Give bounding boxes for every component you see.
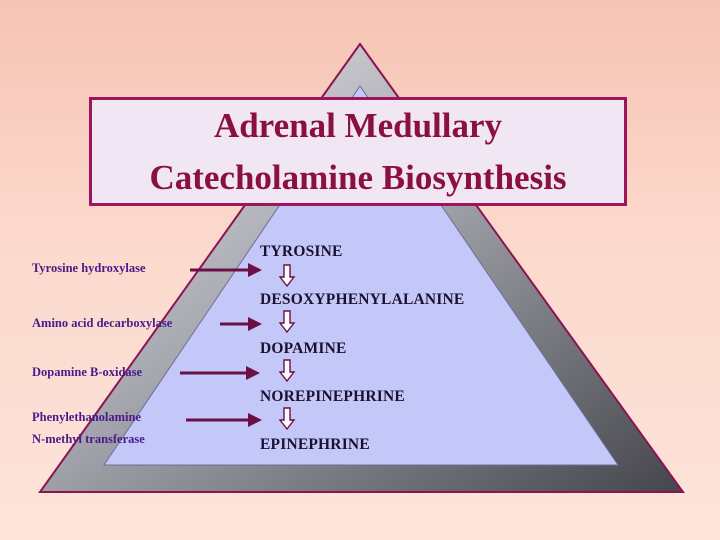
down-arrow [278, 310, 296, 334]
enzyme-n-methyl-transferase: N-methyl transferase [32, 432, 145, 446]
compound-dopamine: DOPAMINE [260, 340, 347, 357]
enzyme-amino-acid-decarboxylase: Amino acid decarboxylase [32, 316, 173, 330]
title-box: Adrenal Medullary Catecholamine Biosynth… [89, 97, 627, 206]
inner-triangle [103, 85, 619, 466]
title-line-2: Catecholamine Biosynthesis [149, 157, 567, 197]
down-arrow [278, 407, 296, 431]
compound-norepinephrine: NOREPINEPHRINE [260, 388, 405, 405]
compound-desoxyphenylalanine: DESOXYPHENYLALANINE [260, 291, 465, 308]
enzyme-tyrosine-hydroxylase: Tyrosine hydroxylase [32, 261, 146, 275]
enzyme-arrow [180, 366, 260, 380]
down-arrow [278, 264, 296, 288]
enzyme-arrow [190, 263, 262, 277]
enzyme-arrow [186, 413, 262, 427]
enzyme-phenylethanolamine: Phenylethanolamine [32, 410, 142, 424]
down-arrow [278, 359, 296, 383]
enzyme-arrow [220, 317, 262, 331]
enzyme-dopamine-b-oxidase: Dopamine B-oxidase [32, 365, 143, 379]
compound-epinephrine: EPINEPHRINE [260, 436, 370, 453]
title-line-1: Adrenal Medullary [213, 105, 503, 145]
compound-tyrosine: TYROSINE [260, 243, 343, 260]
